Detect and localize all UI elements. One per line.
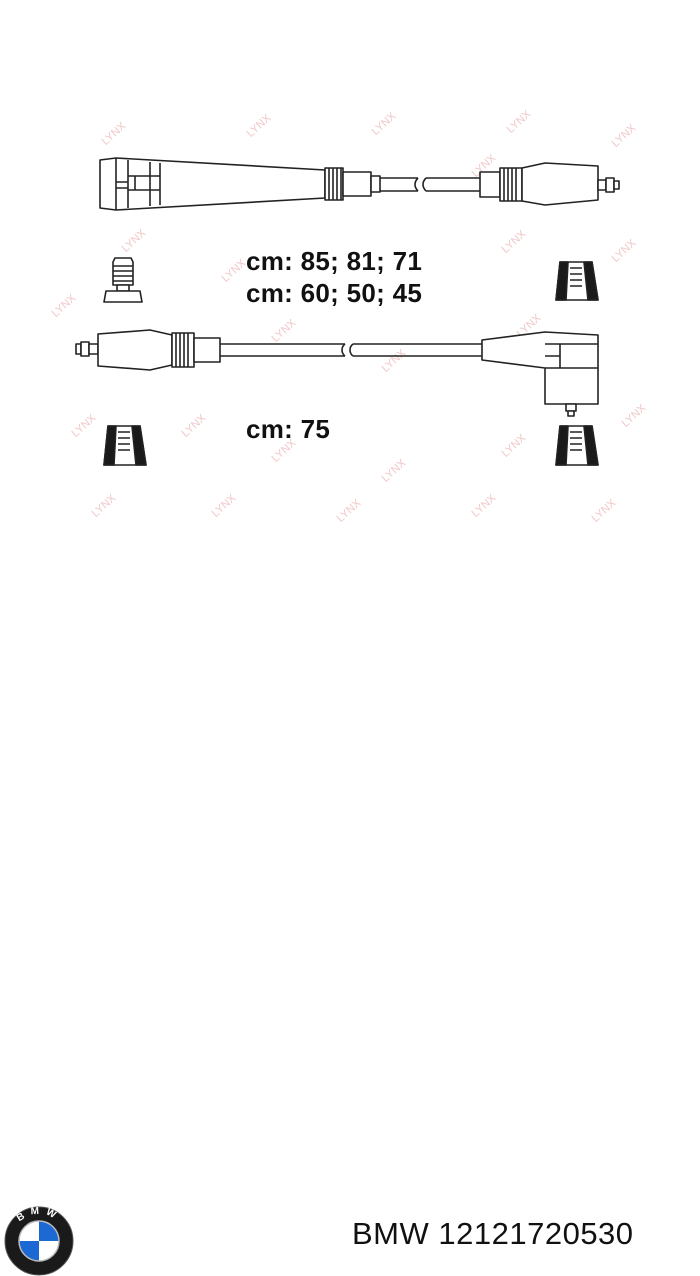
- terminal-cap-right-bottom: [555, 425, 599, 466]
- top-wire-straight-boot: [99, 157, 326, 211]
- terminal-cap-right-top: [555, 261, 599, 301]
- terminal-cap-left-bottom: [103, 425, 147, 466]
- brand-row: BMW BMW 12121720530: [0, 600, 700, 1276]
- top-wire-cable: [380, 177, 418, 192]
- bmw-logo-icon: BMW: [4, 1206, 74, 1276]
- top-wire: [99, 157, 620, 211]
- bottom-wire-cable: [220, 343, 345, 357]
- brand-name: BMW: [352, 1216, 430, 1251]
- ignition-wire-diagram: LYNX LYNX LYNX LYNX LYNX LYNX LYNX LYNX …: [50, 108, 649, 525]
- brand-part-number: BMW 12121720530: [352, 1216, 634, 1252]
- wire-lengths-line-2: cm: 60; 50; 45: [246, 278, 423, 308]
- top-wire-boot-slots: [115, 158, 161, 210]
- top-wire-right-boot: [521, 162, 599, 206]
- terminal-clip-left: [103, 257, 143, 303]
- wire-drawing: [75, 157, 620, 466]
- wire-lengths-line-1: cm: 85; 81; 71: [246, 246, 423, 276]
- bottom-wire: [75, 329, 599, 417]
- wire-lengths-line-3: cm: 75: [246, 414, 331, 444]
- bottom-wire-left-boot: [97, 329, 173, 371]
- part-number: 12121720530: [438, 1216, 634, 1251]
